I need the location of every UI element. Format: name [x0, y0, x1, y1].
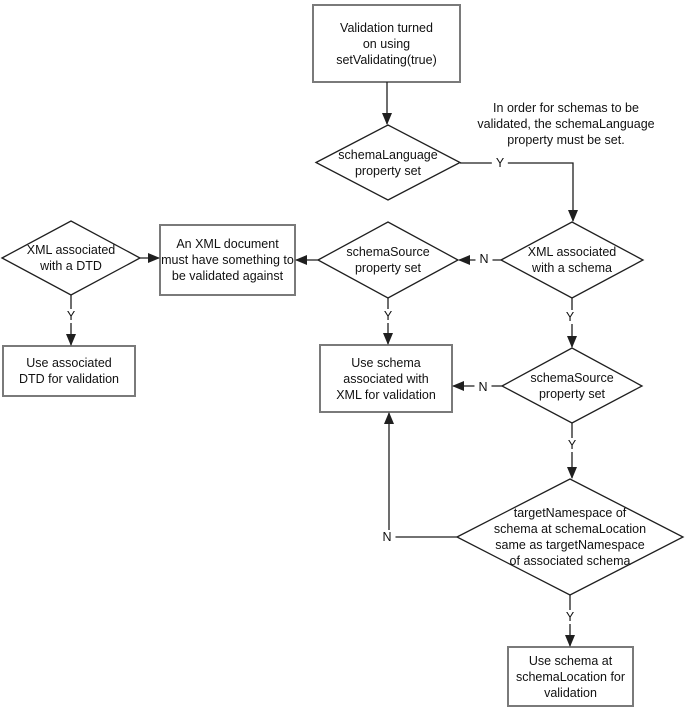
xml-document-box-shape	[159, 224, 296, 296]
use-schema-box-label: Use schema associated with XML for valid…	[336, 356, 436, 402]
start-box-shape	[312, 4, 461, 83]
target-namespace-diamond-shape	[455, 478, 685, 596]
target-namespace-label: targetNamespace of schema at schemaLocat…	[493, 506, 647, 568]
edge-label-schema-language-yes: Y	[491, 156, 509, 170]
edge-label-target-namespace-yes: Y	[561, 610, 579, 624]
edge-label-schema-source-left-yes: Y	[379, 309, 397, 323]
use-schema-location-box-shape	[507, 646, 634, 707]
xml-schema-diamond-shape	[499, 221, 645, 299]
xml-dtd-label: XML associated with a DTD	[26, 243, 116, 273]
edge-label-dtd-yes: Y	[62, 309, 80, 323]
use-dtd-box-label: Use associated DTD for validation	[18, 356, 120, 386]
edge-label-schema-source-right-no: N	[474, 380, 492, 394]
use-dtd-box-shape	[2, 345, 136, 397]
schema-source-right-label: schemaSource property set	[530, 371, 614, 401]
schema-language-label: schemaLanguage property set	[338, 148, 438, 178]
use-schema-location-box-label: Use schema at schemaLocation for validat…	[515, 654, 626, 700]
edge-label-xml-schema-no: N	[475, 252, 493, 266]
note-label: In order for schemas to be validated, th…	[477, 101, 655, 147]
connector-schema-language-yes-to-xml-schema	[460, 162, 578, 222]
start-box-label: Validation turned on using setValidating…	[336, 21, 437, 67]
schema-source-right-diamond-shape	[500, 347, 644, 424]
xml-schema-label: XML associated with a schema	[527, 245, 617, 275]
schema-source-left-label: schemaSource property set	[346, 245, 430, 275]
connector-target-namespace-no-to-use-schema	[384, 412, 457, 538]
edge-label-schema-source-right-yes: Y	[563, 438, 581, 452]
xml-document-box-label: An XML document must have something to b…	[161, 237, 294, 283]
edge-label-xml-schema-yes: Y	[561, 310, 579, 324]
use-schema-box-shape	[319, 344, 453, 413]
edge-label-target-namespace-no: N	[378, 530, 396, 544]
